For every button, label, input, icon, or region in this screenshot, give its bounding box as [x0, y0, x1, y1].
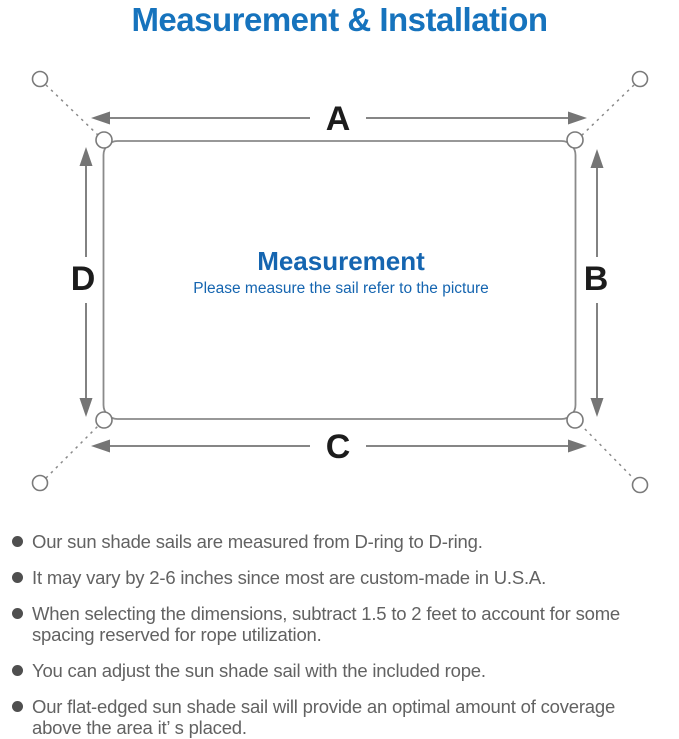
bullet-icon — [12, 572, 23, 583]
corner-d-rings — [95, 131, 584, 429]
dimension-lines — [85, 117, 598, 447]
note-item: It may vary by 2-6 inches since most are… — [10, 567, 665, 588]
anchor-dashed-lines — [45, 84, 635, 480]
anchor-circle-top-left — [31, 70, 49, 88]
anchor-circle-bottom-left — [31, 474, 49, 492]
anchor-circle-top-right — [631, 70, 649, 88]
bullet-icon — [12, 536, 23, 547]
dimension-labels: A B C D — [71, 100, 609, 466]
note-text: When selecting the dimensions, subtract … — [32, 603, 621, 645]
dimension-label-a: A — [326, 100, 351, 138]
diagram-caption-subtitle: Please measure the sail refer to the pic… — [193, 280, 489, 297]
note-text: It may vary by 2-6 inches since most are… — [32, 567, 547, 588]
note-item: When selecting the dimensions, subtract … — [10, 603, 665, 645]
note-item: Our sun shade sails are measured from D-… — [10, 531, 665, 552]
bullet-icon — [12, 608, 23, 619]
note-text: Our flat-edged sun shade sail will provi… — [32, 696, 616, 738]
measurement-diagram: A B C D Measurement Please measure the s… — [31, 70, 649, 494]
sail-outline — [102, 140, 577, 420]
d-ring-bottom-left — [95, 411, 113, 429]
anchor-circles — [31, 70, 649, 494]
notes-list: Our sun shade sails are measured from D-… — [10, 531, 665, 739]
anchor-circle-bottom-right — [631, 476, 649, 494]
bullet-icon — [12, 701, 23, 712]
d-ring-top-right — [566, 131, 584, 149]
dimension-label-d: D — [71, 260, 96, 298]
dimension-arrowheads — [79, 111, 604, 453]
diagram-caption-title: Measurement — [257, 246, 425, 276]
dimension-label-c: C — [326, 428, 351, 466]
page-title: Measurement & Installation — [131, 1, 548, 38]
note-item: You can adjust the sun shade sail with t… — [10, 660, 665, 681]
dimension-label-b: B — [584, 260, 609, 298]
d-ring-bottom-right — [566, 411, 584, 429]
bullet-icon — [12, 665, 23, 676]
note-text: You can adjust the sun shade sail with t… — [32, 660, 486, 681]
note-text: Our sun shade sails are measured from D-… — [32, 531, 483, 552]
d-ring-top-left — [95, 131, 113, 149]
note-item: Our flat-edged sun shade sail will provi… — [10, 696, 665, 738]
diagram-caption: Measurement Please measure the sail refe… — [193, 246, 489, 297]
